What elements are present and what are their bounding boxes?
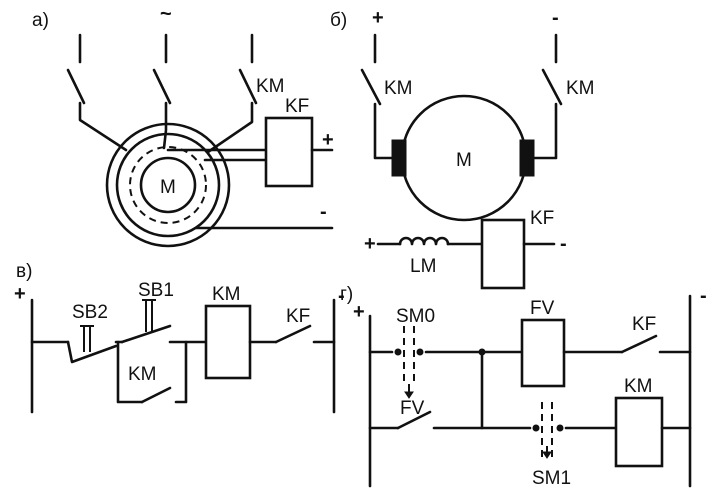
fv-contact [396, 410, 432, 430]
relay-label-b: KF [530, 208, 554, 229]
contactor-label-a: KM [256, 76, 285, 97]
km-coil-g [614, 396, 664, 468]
relay-contact-v [274, 324, 312, 344]
plus-sign-b: + [372, 7, 384, 29]
brush-right [519, 139, 535, 177]
switch-top-label: SM0 [396, 306, 435, 327]
relay-contact-label-v: KF [286, 306, 310, 327]
switch-bottom-label: SM1 [532, 468, 571, 489]
relay-coil-b [480, 218, 526, 290]
panel-a: а) ~ KM M KF + - [32, 3, 334, 248]
ac-supply-symbol: ~ [160, 3, 172, 25]
fv-contact-label: FV [400, 398, 425, 419]
winding-label: LM [410, 256, 436, 277]
dc-motor: M [391, 94, 535, 222]
panel-g: г) + - SM0 FV KF FV [340, 284, 707, 489]
contactor-label-b-left: KM [384, 78, 413, 99]
motor-label-b: M [456, 150, 472, 171]
km-coil-v [204, 304, 252, 380]
three-phase-contacts [66, 33, 258, 154]
start-button-label: SB1 [138, 280, 174, 301]
start-button-contact [120, 324, 172, 344]
ac-motor: M [105, 122, 231, 248]
panel-b-letter: б) [330, 10, 347, 31]
stop-button-label: SB2 [72, 302, 108, 323]
panel-a-letter: а) [32, 10, 49, 31]
minus-sign-b: - [552, 7, 559, 29]
hold-contact-label: KM [128, 364, 157, 385]
switch-sm1 [532, 402, 564, 459]
coil-label-v: KM [212, 284, 241, 305]
field-winding [398, 236, 450, 246]
hold-contact [140, 386, 172, 404]
relay-contact-label-g: KF [632, 314, 656, 335]
panel-g-letter: г) [340, 284, 353, 305]
motor-label-a: M [160, 177, 176, 198]
field-plus-sign: + [364, 233, 376, 255]
fv-coil [520, 318, 566, 388]
switch-sm0 [394, 326, 424, 399]
minus-sign-g: - [700, 285, 707, 307]
minus-sign-a: - [320, 201, 327, 223]
stop-button-contact [66, 340, 118, 364]
coil-label-g: KM [624, 376, 653, 397]
panel-v: в) + - SB2 SB1 KM KM KF [14, 261, 345, 414]
brush-left [391, 139, 407, 177]
panel-v-letter: в) [16, 261, 32, 282]
fv-coil-label: FV [530, 298, 555, 319]
relay-contact-g [620, 334, 658, 354]
contactor-label-b-right: KM [566, 78, 595, 99]
relay-label-a: KF [285, 96, 309, 117]
field-minus-sign: - [560, 233, 567, 255]
plus-sign-v: + [14, 283, 26, 305]
minus-sign-v: - [338, 285, 345, 307]
plus-sign-a: + [322, 129, 334, 151]
panel-b: б) + - KM KM M + LM KF - [330, 7, 595, 290]
plus-sign-g: + [353, 301, 365, 323]
relay-coil-a [264, 116, 314, 188]
